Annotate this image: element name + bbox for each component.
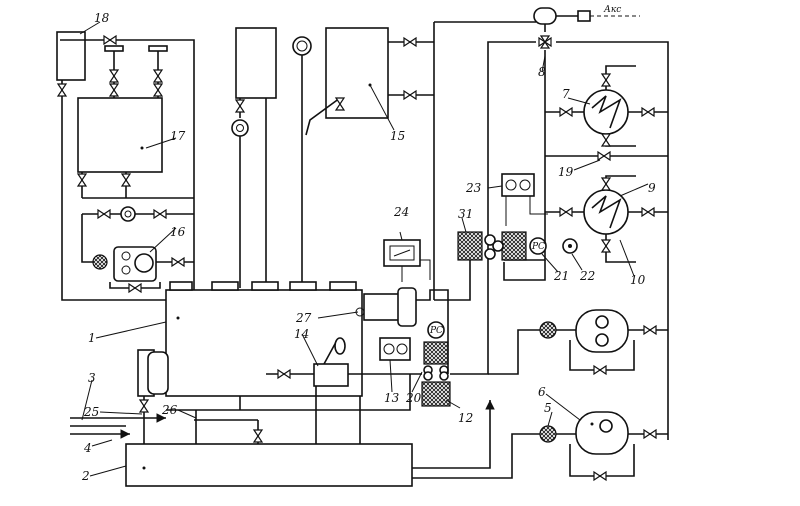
label-15: 15 — [390, 129, 405, 143]
gauge-block-13 — [379, 337, 411, 361]
label-23: 23 — [465, 181, 482, 195]
filter-14 — [313, 363, 349, 387]
label-2: 2 — [81, 469, 90, 483]
label-13: 13 — [384, 391, 400, 405]
label-21: 21 — [553, 269, 569, 283]
tank-15 — [325, 27, 389, 119]
label-6: 6 — [538, 385, 546, 399]
label-22: 22 — [579, 269, 595, 283]
pc-label-21: РС — [531, 242, 545, 252]
gauge-block-23 — [501, 173, 535, 197]
label-25: 25 — [83, 405, 99, 419]
cooler-17 — [77, 97, 163, 173]
label-31: 31 — [458, 207, 473, 221]
tank-2 — [125, 443, 413, 487]
strainer-16 — [92, 254, 108, 270]
pump-12-lower — [421, 381, 451, 407]
label-17: 17 — [170, 129, 186, 143]
label-26: 26 — [161, 403, 178, 417]
label-20: 20 — [405, 391, 422, 405]
label-10: 10 — [630, 273, 646, 287]
label-14: 14 — [294, 327, 309, 341]
strainer-5 — [539, 425, 557, 443]
label-1: 1 — [88, 331, 96, 345]
pump-12-upper — [423, 341, 449, 365]
pump-31-right — [501, 231, 527, 261]
label-5: 5 — [544, 401, 552, 415]
label-18: 18 — [94, 11, 110, 25]
pump-upper — [575, 309, 629, 353]
label-16: 16 — [170, 225, 186, 239]
pressure-controller-21 — [529, 237, 547, 255]
strainer-upper — [539, 321, 557, 339]
label-7: 7 — [562, 87, 570, 101]
label-19: 19 — [558, 165, 574, 179]
pump-31-left — [457, 231, 483, 261]
tank-top — [235, 27, 277, 99]
pc-label-12: РС — [429, 326, 443, 336]
label-27: 27 — [295, 311, 312, 325]
label-4: 4 — [83, 441, 92, 455]
pump-6 — [575, 411, 629, 455]
label-8: 8 — [538, 65, 546, 79]
valve-actuator-8 — [533, 7, 557, 25]
label-3: 3 — [88, 371, 96, 385]
label-12: 12 — [458, 411, 473, 425]
label-24: 24 — [393, 205, 409, 219]
label-9: 9 — [648, 181, 656, 195]
aux-air-label: Акс — [603, 5, 621, 15]
filter-ring — [120, 206, 136, 222]
